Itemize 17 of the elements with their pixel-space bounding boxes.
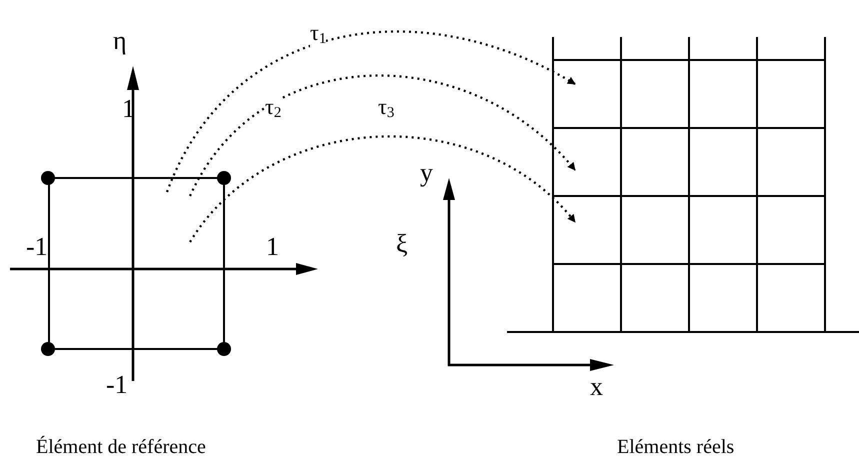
axis-label: y [420,160,433,186]
reference-element [48,177,225,350]
axis-label: 1 [122,96,135,122]
mesh-cell [552,59,622,129]
mapping-arrow [189,136,576,243]
axis-label: ξ [396,231,408,257]
axis-label: 1 [266,234,279,260]
axis-label: -1 [26,234,48,260]
mesh-cell [552,127,622,197]
axis-label: η [113,28,127,54]
axis-label: x [590,374,603,400]
caption: Élément de référence [36,437,206,457]
axis-label: -1 [106,372,128,398]
caption: Eléments réels [617,437,734,457]
mesh-cell [552,195,622,265]
mapping-arrow [189,74,576,197]
mapping-arrow [166,30,576,192]
